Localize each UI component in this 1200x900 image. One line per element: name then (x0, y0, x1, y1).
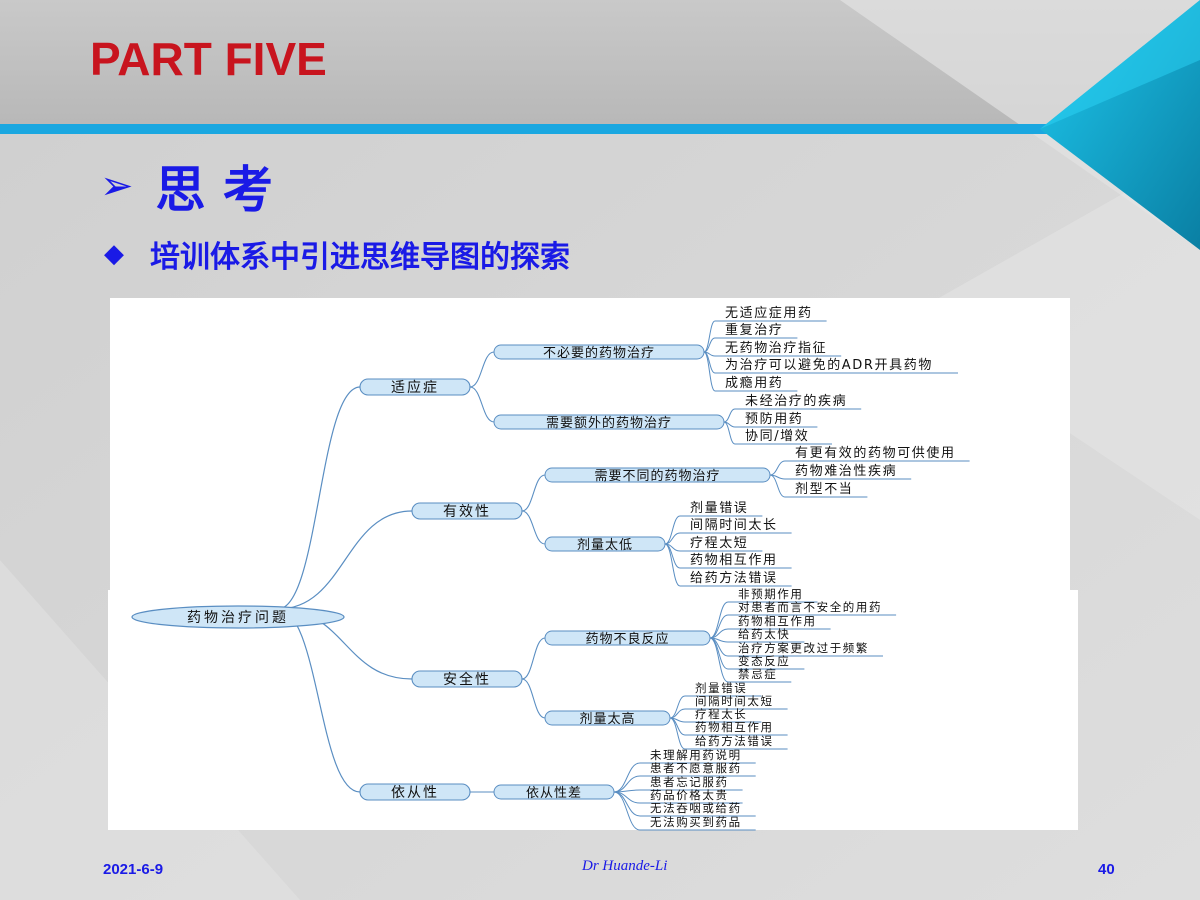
section-heading: ➢ 思 考 (100, 150, 273, 222)
mindmap-category-node (411, 502, 523, 520)
mindmap-item-label: 无法购买到药品 (650, 815, 742, 829)
mindmap-item-label: 药物相互作用 (738, 614, 817, 628)
mindmap-link (469, 386, 495, 423)
mindmap-link (521, 678, 546, 719)
mindmap-category-label: 安全性 (443, 671, 491, 688)
mindmap-group-node (493, 414, 725, 430)
mindmap-item-label: 无法吞咽或给药 (650, 801, 742, 815)
mindmap-category-label: 依从性 (391, 785, 439, 801)
mindmap-item-label: 协同/增效 (745, 429, 809, 444)
mindmap-group-label: 依从性差 (526, 786, 582, 801)
mindmap-category-label: 适应症 (391, 379, 439, 396)
mindmap-root-label: 药物治疗问题 (187, 610, 289, 626)
mindmap-item-label: 患者不愿意服药 (650, 761, 742, 775)
mindmap-group-node (493, 784, 615, 800)
mindmap-link (277, 386, 361, 610)
mindmap-item-label: 药物相互作用 (690, 553, 778, 568)
mindmap-group-label: 药物不良反应 (585, 631, 669, 647)
mindmap-root-node (131, 605, 345, 629)
mindmap-item-label: 无药物治疗指征 (725, 341, 827, 356)
mindmap-link (709, 637, 729, 670)
mindmap-link (521, 474, 546, 512)
mindmap-link (769, 474, 786, 498)
mindmap-category-node (359, 378, 471, 396)
mindmap-item-label: 间隔时间太长 (690, 518, 778, 533)
mindmap-item-label: 重复治疗 (725, 322, 783, 338)
mindmap-item-label: 剂量错误 (695, 681, 747, 695)
heading-text: 思 考 (155, 161, 273, 219)
mindmap-item-label: 给药方法错误 (695, 734, 774, 748)
mindmap-link (664, 543, 681, 587)
mindmap-link (703, 351, 716, 392)
mindmap-category-node (359, 783, 471, 801)
mindmap-group-label: 需要不同的药物治疗 (594, 468, 720, 484)
mindmap-link (703, 320, 716, 353)
mindmap-link (613, 762, 641, 793)
arrow-bullet-icon: ➢ (100, 163, 134, 209)
mindmap-link (469, 351, 495, 388)
mindmap-link (709, 637, 729, 683)
slide-author: Dr Huande-Li (582, 858, 668, 874)
mindmap-item-label: 剂型不当 (795, 482, 853, 497)
mindmap-item-label: 禁忌症 (738, 667, 777, 681)
mindmap-link (613, 791, 641, 831)
mindmap-item-label: 为治疗可以避免的ADR开具药物 (725, 357, 933, 373)
mindmap-link (277, 510, 413, 610)
section-subheading: ◆ 培训体系中引进思维导图的探索 (104, 232, 570, 276)
mindmap-item-label: 非预期作用 (738, 587, 804, 601)
mindmap-item-label: 药物难治性疾病 (795, 464, 897, 479)
diamond-bullet-icon: ◆ (104, 239, 124, 269)
mindmap-group-label: 需要额外的药物治疗 (546, 415, 672, 431)
mindmap-item-label: 无适应症用药 (725, 305, 813, 321)
slide-date: 2021-6-9 (103, 861, 164, 878)
mindmap-link (669, 695, 686, 719)
mindmap-item-label: 未经治疗的疾病 (745, 393, 847, 409)
mindmap-group-label: 剂量太低 (577, 538, 633, 553)
slide-page-number: 40 (1098, 861, 1115, 878)
mindmap-link (723, 421, 736, 445)
mindmap-group-node (544, 467, 771, 483)
mindmap-item-label: 患者忘记服药 (650, 775, 729, 789)
mindmap-links (277, 320, 970, 831)
mindmap-item-label: 未理解用药说明 (650, 748, 742, 762)
mindmap-link (669, 717, 686, 750)
mindmap-link (723, 408, 736, 423)
subheading-text: 培训体系中引进思维导图的探索 (150, 240, 570, 275)
mindmap-item-label: 有更有效的药物可供使用 (795, 445, 956, 461)
mindmap-item-label: 间隔时间太短 (695, 694, 774, 708)
mindmap-group-node (544, 630, 711, 646)
mindmap-item-label: 药品价格太贵 (650, 788, 729, 802)
mindmap-category-label: 有效性 (443, 504, 491, 520)
mindmap-group-node (544, 710, 671, 726)
mindmap-group-label: 不必要的药物治疗 (543, 345, 655, 361)
mindmap-item-label: 剂量错误 (690, 501, 748, 516)
mindmap-link (769, 460, 786, 476)
mindmap-item-label: 对患者而言不安全的用药 (738, 600, 882, 614)
mindmap-link (521, 510, 546, 545)
mindmap-nodes: 药物治疗问题 适应症 不必要的药物治疗 无适应症用药重复治疗无药物治疗指征为治疗可以避… (131, 305, 956, 829)
mindmap-link (277, 608, 361, 793)
slide-title: PART FIVE (90, 33, 327, 85)
mindmap-item-label: 变态反应 (738, 654, 790, 668)
mindmap-item-label: 预防用药 (745, 411, 803, 427)
mindmap-item-label: 疗程太长 (695, 707, 747, 721)
mindmap-item-label: 疗程太短 (690, 536, 748, 551)
mindmap-link (664, 515, 681, 545)
mindmap-category-node (411, 670, 523, 688)
mindmap-group-node (544, 536, 666, 552)
mindmap-item-label: 给药方法错误 (690, 570, 778, 586)
mindmap-link (521, 637, 546, 680)
mindmap-item-label: 药物相互作用 (695, 720, 774, 734)
mindmap-group-label: 剂量太高 (579, 711, 635, 727)
mindmap-item-label: 给药太快 (738, 627, 790, 641)
mindmap-link (709, 601, 729, 639)
mindmap-item-label: 成瘾用药 (725, 375, 783, 391)
mindmap-group-node (493, 344, 705, 360)
mindmap-item-label: 治疗方案更改过于频繁 (738, 641, 869, 655)
